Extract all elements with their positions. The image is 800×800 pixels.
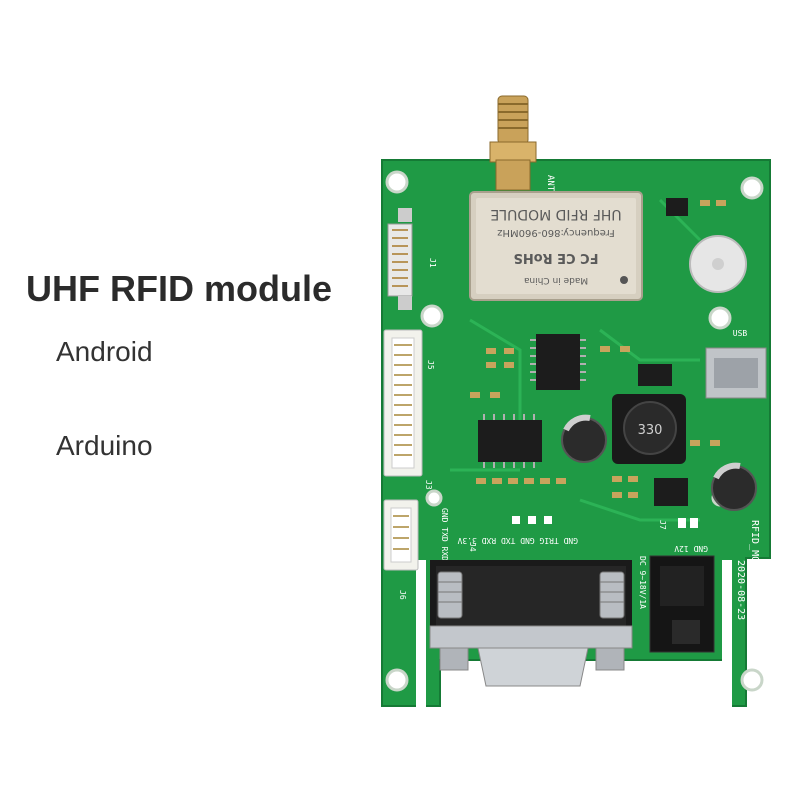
rfid-module-shield: Made in China FC CE RoHS Frequency:860-9… <box>469 191 643 301</box>
fpc-connector <box>387 208 413 310</box>
db9-serial-connector <box>429 560 633 687</box>
platform-arduino: Arduino <box>56 430 153 461</box>
dc-barrel-jack <box>649 555 715 653</box>
buzzer <box>689 235 747 293</box>
ic-chip-3 <box>654 478 688 506</box>
smd-components <box>470 200 726 498</box>
sma-antenna-connector <box>489 95 537 191</box>
board-date: 2020-08-23 <box>735 560 746 620</box>
module-frequency: Frequency:860-960MHz <box>497 227 614 238</box>
label-j7: J7 <box>658 520 667 530</box>
header-pin-labels: GND TXD RXD 5V <box>440 508 449 576</box>
module-name: UHF RFID MODULE <box>490 206 621 222</box>
j6-header-connector <box>383 499 419 571</box>
inductor-value: 330 <box>638 423 663 438</box>
ic-chip <box>530 334 586 390</box>
ant-label: ANT1 <box>545 175 555 197</box>
jumper-pads <box>512 516 698 528</box>
label-j1: J1 <box>428 258 437 268</box>
board-name: RFID_MOTHER_BOARD <box>749 520 760 622</box>
electrolytic-capacitor-2 <box>711 462 757 511</box>
electrolytic-capacitor <box>561 414 607 463</box>
usb-label: USB <box>733 329 748 338</box>
diode <box>638 364 672 386</box>
power-pin-labels: GND 12V <box>674 544 708 553</box>
label-j3: J3 <box>424 480 433 490</box>
module-made-in: Made in China <box>524 275 588 285</box>
ic-chip-2 <box>478 414 542 468</box>
power-inductor: 330 <box>612 394 686 464</box>
transistor <box>666 198 688 216</box>
platform-android: Android <box>56 336 153 367</box>
dc-input-label: DC 9~18V/1A <box>638 556 647 609</box>
j5-header-connector <box>383 329 423 477</box>
label-j6: J6 <box>398 590 407 600</box>
label-j4: J4 <box>468 542 477 552</box>
uart-pin-labels: GND TRIG GND TXD RXD 3.3V <box>457 536 578 545</box>
headline: UHF RFID module <box>26 268 332 309</box>
label-j5: J5 <box>426 360 435 370</box>
mini-usb-port <box>705 347 767 399</box>
module-marks: FC CE RoHS <box>513 250 598 265</box>
